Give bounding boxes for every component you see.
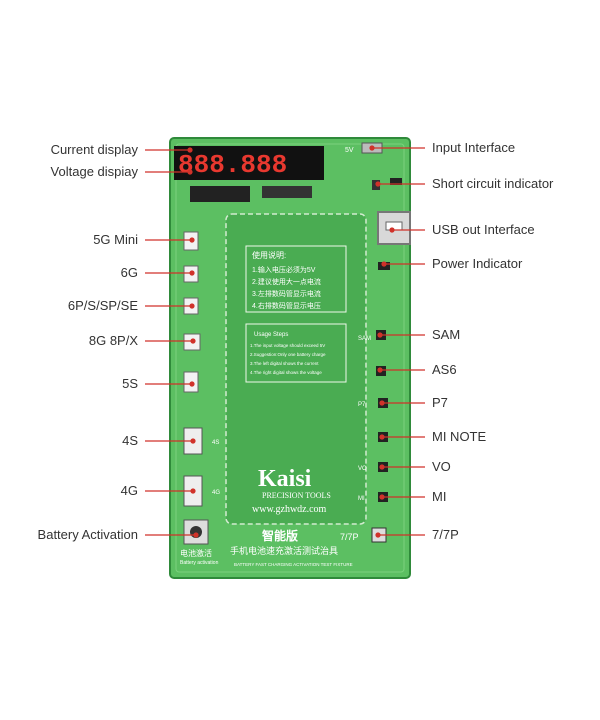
usage-cn-line-4: 4.右排数码管显示电压 <box>252 301 321 310</box>
usage-cn-line-2: 2.建议使用大一点电流 <box>252 277 321 286</box>
label-5s: 5S <box>122 376 138 391</box>
label-current-display: Current display <box>50 142 138 157</box>
side-mark-sam: SAM <box>358 336 371 342</box>
label-input-interface: Input Interface <box>432 140 516 155</box>
label-6g: 6G <box>120 265 138 280</box>
activation-cn: 电池激活 <box>180 548 212 558</box>
label-short-circuit-indicator: Short circuit indicator <box>432 176 554 191</box>
display-panel <box>174 146 324 180</box>
top-mark: 5V <box>345 147 354 154</box>
label-mi-note: MI NOTE <box>432 429 487 444</box>
side-mark-4g: 4G <box>212 490 220 496</box>
edition: 智能版 <box>261 528 298 543</box>
leader-lines-right <box>369 145 425 538</box>
bottom-en: BATTERY FAST CHARGING ACTIVATION TEST FI… <box>234 562 353 567</box>
label-sam: SAM <box>432 327 461 342</box>
display-chip-2 <box>262 186 312 198</box>
label-power-indicator: Power Indicator <box>432 256 523 271</box>
usage-en-title: Usage Steps <box>254 332 288 338</box>
display-chip <box>190 186 250 202</box>
usage-box-en <box>245 323 347 383</box>
label-battery-activation: Battery Activation <box>37 527 138 542</box>
label-6p-s-sp-se: 6P/S/SP/SE <box>67 298 138 313</box>
activation-en: Battery activation <box>180 560 219 566</box>
current-display-digits: 888.888 <box>178 150 287 180</box>
website: www.gzhwdz.com <box>252 504 327 515</box>
usage-box-cn <box>245 245 347 313</box>
model-mark: 7/7P <box>340 532 359 542</box>
label-7-7p: 7/7P <box>432 527 459 542</box>
short-circuit-led <box>390 178 402 185</box>
usage-en-line-1: 1.The input voltage should exceed 5V <box>250 343 325 348</box>
label-as6: AS6 <box>432 362 457 377</box>
label-p7: P7 <box>432 395 448 410</box>
label-mi: MI <box>432 489 447 504</box>
pcb-inner-border <box>175 143 405 573</box>
usage-en-line-2: 2.Suggestion:Only one battery charge <box>250 352 326 357</box>
label-vo: VO <box>432 459 451 474</box>
label-4s: 4S <box>122 433 138 448</box>
label-4g: 4G <box>120 483 138 498</box>
usage-cn-title: 使用说明: <box>252 250 286 260</box>
usage-en-line-3: 3.The left digital shows the current <box>250 361 319 366</box>
usage-cn-line-1: 1.输入电压必须为5V <box>252 265 316 274</box>
center-pad <box>225 213 367 525</box>
label-usb-out-interface: USB out Interface <box>432 222 535 237</box>
side-mark-4s: 4S <box>212 440 219 446</box>
label-5g-mini: 5G Mini <box>93 232 138 247</box>
bottom-cn: 手机电池速充激活测试治具 <box>230 545 338 556</box>
label-voltage-display: Voltage dispiay <box>50 164 138 179</box>
leader-lines-left <box>145 147 199 538</box>
label-8g-8p-x: 8G 8P/X <box>88 333 138 348</box>
usage-cn-line-3: 3.左排数码管显示电流 <box>252 289 321 298</box>
side-mark-p7: P7 <box>358 402 366 408</box>
side-mark-mi: MI <box>358 496 365 502</box>
brand-logo: Kaisi <box>258 466 312 492</box>
brand-sub: PRECISION TOOLS <box>262 491 331 500</box>
usage-en-line-4: 4.The right digital shows the voltage <box>250 370 322 375</box>
side-mark-vo: VO <box>358 466 367 472</box>
